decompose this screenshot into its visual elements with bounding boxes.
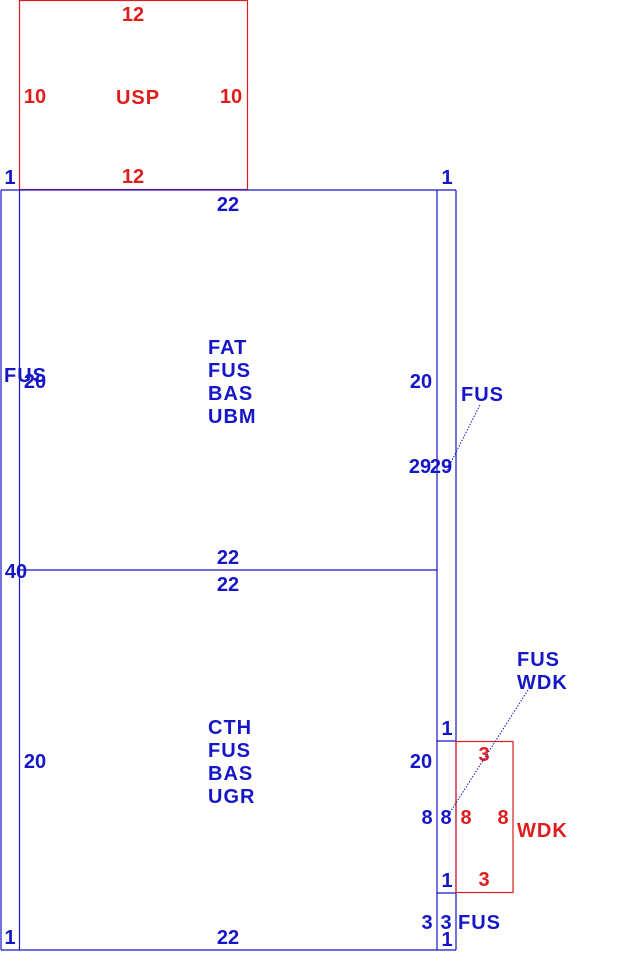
right-lower-fus-label: FUS [517, 649, 560, 671]
usp-right-dim: 10 [220, 86, 242, 108]
right-wall-fus-label: FUS [461, 384, 504, 406]
lower-room-code-3: BAS [208, 763, 253, 785]
upper-room: 22 20 20 FAT FUS BAS UBM 22 [24, 194, 432, 569]
upper-room-code-3: BAS [208, 383, 253, 405]
lower-room-left-dim: 20 [24, 751, 46, 773]
lower-room: 22 20 20 CTH FUS BAS UGR 22 [24, 574, 432, 949]
right-wall-labels: 1 FUS 29 29 [409, 167, 504, 478]
right-lower-wdk-label: WDK [517, 672, 568, 694]
upper-room-bottom-dim: 22 [217, 547, 239, 569]
left-wall-labels: 1 FUS 40 1 [4, 167, 47, 949]
wdk-box: 3 8 8 WDK 3 [455, 740, 568, 894]
left-wall-bottom-dim: 1 [4, 927, 15, 949]
usp-left-dim: 10 [24, 86, 46, 108]
lower-room-bottom-dim: 22 [217, 927, 239, 949]
fus-corner-bottom-dim: 1 [441, 929, 452, 951]
right-lower-bottom-dim: 1 [441, 870, 452, 892]
wdk-box-outline [455, 740, 514, 894]
usp-top-dim: 12 [122, 4, 144, 26]
lower-room-top-dim: 22 [217, 574, 239, 596]
upper-room-left-dim: 20 [24, 371, 46, 393]
usp-code-label: USP [116, 87, 160, 109]
lower-room-code-2: FUS [208, 740, 251, 762]
upper-room-code-2: FUS [208, 360, 251, 382]
fus-corner-left-dim: 3 [421, 912, 432, 934]
right-lower-length-left: 8 [421, 807, 432, 829]
fus-corner-label: FUS [458, 912, 501, 934]
left-wall-fus-label: FUS [4, 365, 47, 387]
left-wall-length-dim: 40 [5, 561, 27, 583]
right-wall-top-dim: 1 [441, 167, 452, 189]
left-wall-top-dim: 1 [4, 167, 15, 189]
lower-room-right-dim: 20 [410, 751, 432, 773]
right-lower-wall: FUS WDK 1 8 8 1 [421, 649, 568, 892]
wdk-code-label: WDK [517, 820, 568, 842]
fus-corner: 3 3 FUS 1 [421, 912, 501, 951]
usp-bottom-dim: 12 [122, 166, 144, 188]
wdk-left-dim: 8 [460, 807, 471, 829]
lower-room-code-4: UGR [208, 786, 255, 808]
wdk-bottom-dim: 3 [478, 869, 489, 891]
wdk-top-dim: 3 [478, 744, 489, 766]
right-wall-length-left: 29 [409, 456, 431, 478]
right-wall-length-right: 29 [430, 456, 452, 478]
fus-leader-line [446, 404, 481, 471]
leader-lines [446, 404, 529, 818]
upper-room-right-dim: 20 [410, 371, 432, 393]
usp-room: 12 10 USP 10 12 [18, 0, 249, 191]
lower-room-code-1: CTH [208, 717, 252, 739]
fus-corner-right-dim: 3 [440, 912, 451, 934]
upper-room-code-1: FAT [208, 337, 247, 359]
wdk-right-dim: 8 [497, 807, 508, 829]
right-lower-top-dim: 1 [441, 718, 452, 740]
right-lower-length-right: 8 [440, 807, 451, 829]
structure-lines [0, 189, 457, 951]
fus-wdk-leader-line [446, 689, 529, 818]
upper-room-code-4: UBM [208, 406, 257, 428]
upper-room-top-dim: 22 [217, 194, 239, 216]
